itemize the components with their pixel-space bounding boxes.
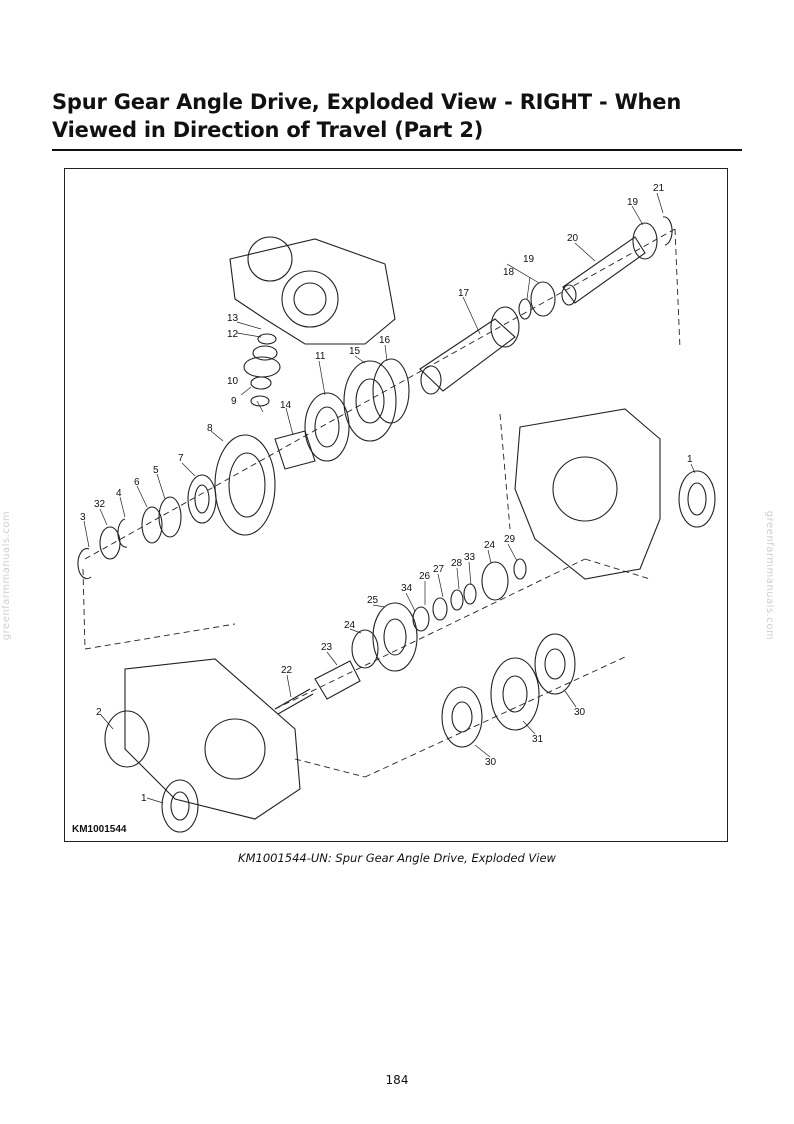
left-link-line: [84, 623, 236, 650]
callout-label: 10: [227, 376, 239, 387]
callout-label: 8: [207, 423, 213, 434]
callout-label: 1: [687, 454, 693, 465]
gearbox-housing-right: [514, 408, 661, 580]
gearbox-housing-lower: [124, 658, 301, 820]
bearing-icon: [343, 360, 397, 442]
watermark-right: greenfarmmanuals.com: [764, 510, 776, 641]
left-drop-line: [82, 568, 86, 650]
callout-label: 18: [503, 267, 515, 278]
splined-shaft: [419, 318, 516, 392]
callout-label: 22: [281, 665, 293, 676]
callout-label: 11: [315, 351, 326, 362]
bevel-gear-icon: [304, 392, 350, 462]
callout-label: 12: [227, 329, 239, 340]
callout-label: 4: [116, 488, 122, 499]
callout-label: 26: [419, 571, 431, 582]
exploded-view-drawing: 21 19 20 18 19 17 13 12 16 15 11 10 9 14…: [77, 183, 716, 833]
spur-gear-2-icon: [490, 657, 540, 731]
callout-label: 1: [141, 793, 147, 804]
lower-axis-line: [364, 656, 626, 778]
exploded-view-figure: 21 19 20 18 19 17 13 12 16 15 11 10 9 14…: [64, 168, 728, 842]
callout-label: 20: [567, 233, 579, 244]
callout-label: 13: [227, 313, 239, 324]
figure-id-label: KM1001544: [72, 824, 127, 835]
callout-label: 32: [94, 499, 106, 510]
callout-label: 2: [96, 707, 102, 718]
output-shaft: [562, 236, 646, 304]
right-link-line: [584, 558, 651, 580]
callout-label: 16: [379, 335, 391, 346]
callout-label: 21: [653, 183, 665, 194]
callout-label: 9: [231, 396, 237, 407]
housing-gear-icon: [247, 236, 293, 282]
cover-plate-icon: [104, 710, 150, 768]
callout-label: 30: [574, 707, 586, 718]
upper-axis-line: [84, 228, 676, 560]
callout-label: 7: [178, 453, 184, 464]
callout-label: 34: [401, 583, 413, 594]
seal-icon: [678, 470, 716, 528]
watermark-left: greenfarmmanuals.com: [1, 510, 13, 641]
title-rule: [52, 149, 742, 151]
middle-axis-line: [274, 558, 586, 710]
snap-ring-icon: [117, 518, 128, 548]
callout-label: 24: [344, 620, 356, 631]
housing-edge-line: [499, 413, 511, 530]
callout-label: 23: [321, 642, 333, 653]
callout-label: 14: [280, 400, 292, 411]
callout-label: 17: [458, 288, 470, 299]
callout-label: 25: [367, 595, 379, 606]
bearing-3-icon: [534, 633, 576, 695]
bearing-2-icon: [441, 686, 483, 748]
callout-label: 5: [153, 465, 159, 476]
seal-2-icon: [161, 779, 199, 833]
figure-caption: KM1001544-UN: Spur Gear Angle Drive, Exp…: [238, 851, 556, 865]
callout-label: 30: [485, 757, 497, 768]
callout-label: 31: [532, 734, 544, 745]
page-number: 184: [385, 1073, 409, 1087]
callout-label: 15: [349, 346, 361, 357]
callout-label: 28: [451, 558, 463, 569]
callout-label: 27: [433, 564, 445, 575]
callout-label: 19: [523, 254, 535, 265]
axis-drop-line: [674, 228, 681, 350]
callout-label: 6: [134, 477, 140, 488]
callout-label: 24: [484, 540, 496, 551]
callout-label: 29: [504, 534, 516, 545]
callout-label: 3: [80, 512, 86, 523]
pinion-gear-2-icon: [372, 602, 418, 672]
lower-link-line: [294, 758, 366, 778]
callout-label: 19: [627, 197, 639, 208]
spur-gear-icon: [214, 434, 276, 536]
page-title: Spur Gear Angle Drive, Exploded View - R…: [52, 90, 682, 142]
callout-label: 33: [464, 552, 476, 563]
gear-cover-housing: [229, 238, 396, 345]
